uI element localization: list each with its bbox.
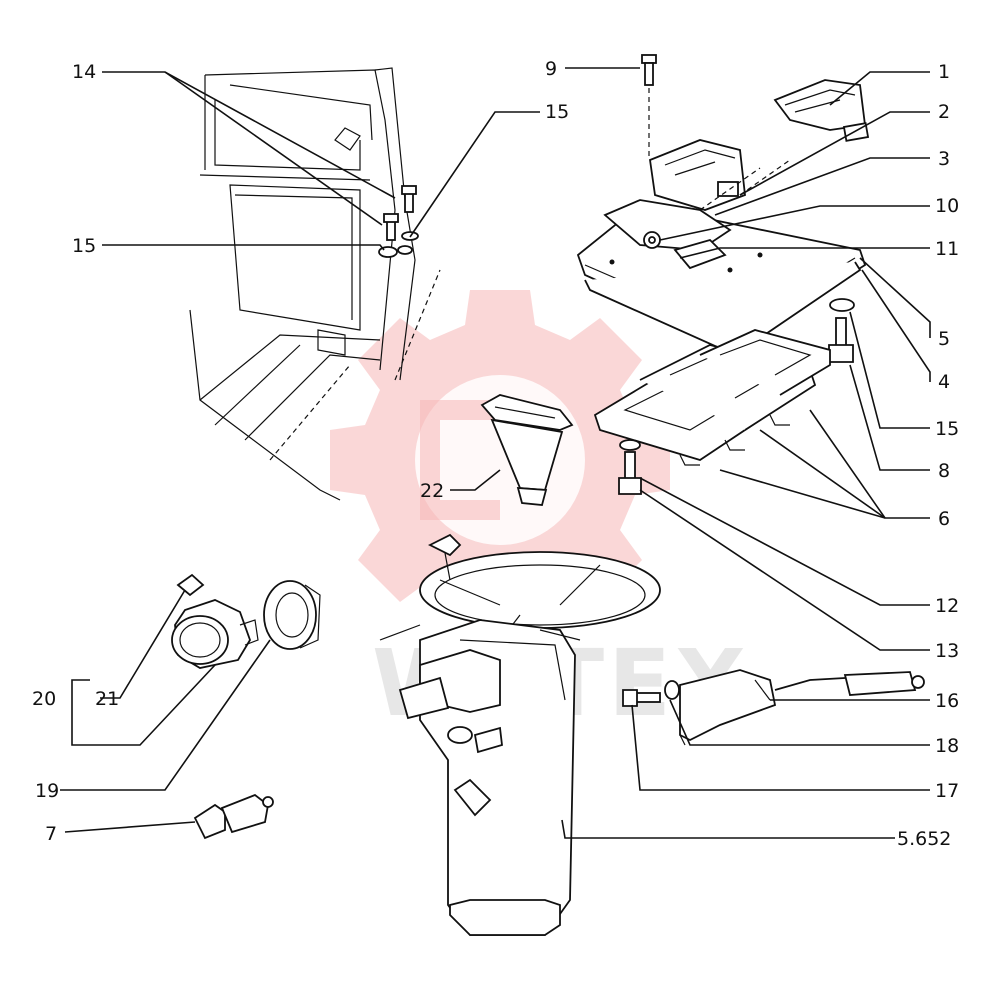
label-5652: 5.652 [897,828,951,850]
label-18: 18 [935,735,959,757]
label-10: 10 [935,195,959,217]
label-9: 9 [545,58,557,80]
label-21: 21 [95,688,119,710]
label-13: 13 [935,640,959,662]
label-20: 20 [32,688,56,710]
label-2: 2 [938,101,950,123]
label-15-plate: 15 [935,418,959,440]
steering-column [379,533,661,936]
boot-part-22 [480,394,574,506]
leader-lines [60,67,931,839]
label-6: 6 [938,508,950,530]
label-3: 3 [938,148,950,170]
sender-part-7 [193,793,274,840]
label-4: 4 [938,371,950,393]
label-5: 5 [938,328,950,350]
ignition-switch [171,573,259,669]
label-8: 8 [938,460,950,482]
label-7: 7 [45,823,57,845]
callout-labels: 14 15 15 9 1 2 3 10 11 5 4 15 8 6 22 12 … [32,58,959,850]
label-14: 14 [72,61,96,83]
label-17: 17 [935,780,959,802]
label-11: 11 [935,238,959,260]
console-plate-assembly [576,54,870,495]
label-15-cab-mid: 15 [72,235,96,257]
label-12: 12 [935,595,959,617]
label-16: 16 [935,690,959,712]
light-switch-lever [622,669,925,746]
label-1: 1 [938,61,950,83]
label-22: 22 [420,480,444,502]
cab-frame [189,67,441,501]
label-19: 19 [35,780,59,802]
bezel-part-19 [263,580,321,650]
cab-bolts [378,185,419,258]
label-15-cab-top: 15 [545,101,569,123]
